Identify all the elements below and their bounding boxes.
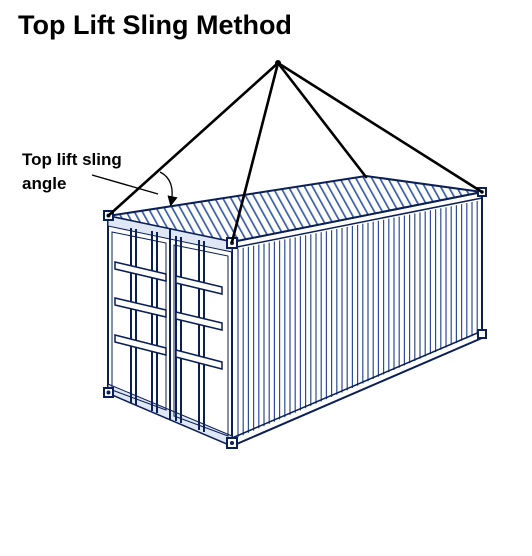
- lifting-hook-point-icon: [275, 60, 281, 66]
- container-side-panel: [231, 190, 483, 448]
- angle-callout-pointer: [91, 174, 159, 195]
- sling-front-left: [106, 61, 280, 218]
- container-door-end: [107, 214, 233, 448]
- sling-rear-left: [276, 61, 368, 179]
- page-title: Top Lift Sling Method: [18, 10, 292, 40]
- sling-angle-label-line-2: angle: [22, 174, 67, 193]
- sling-rear-right: [276, 61, 484, 194]
- lifting-slings: [106, 61, 484, 244]
- angle-arrow-icon: [159, 171, 178, 207]
- sling-front-right: [230, 61, 280, 244]
- sling-angle-label-line-1: Top lift sling: [22, 150, 122, 169]
